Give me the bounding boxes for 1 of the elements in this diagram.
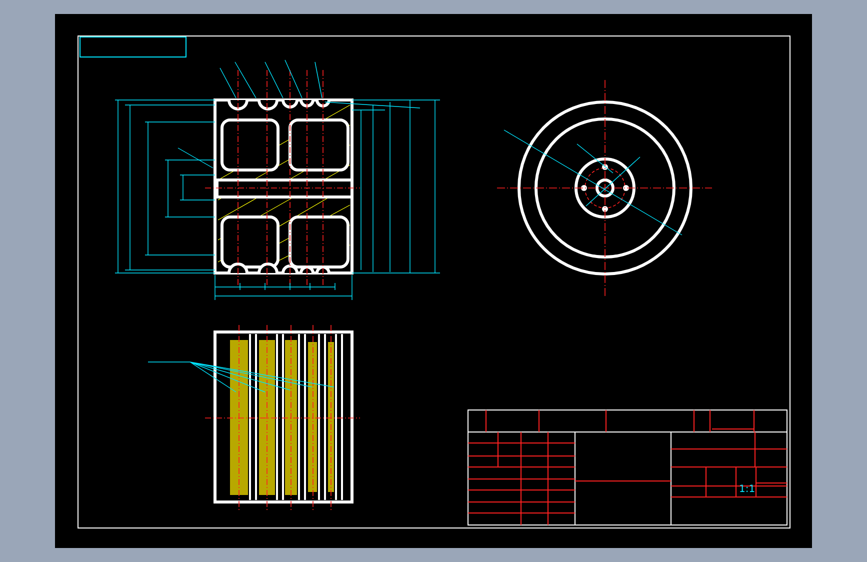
scale-value: 1:1 — [739, 484, 756, 496]
